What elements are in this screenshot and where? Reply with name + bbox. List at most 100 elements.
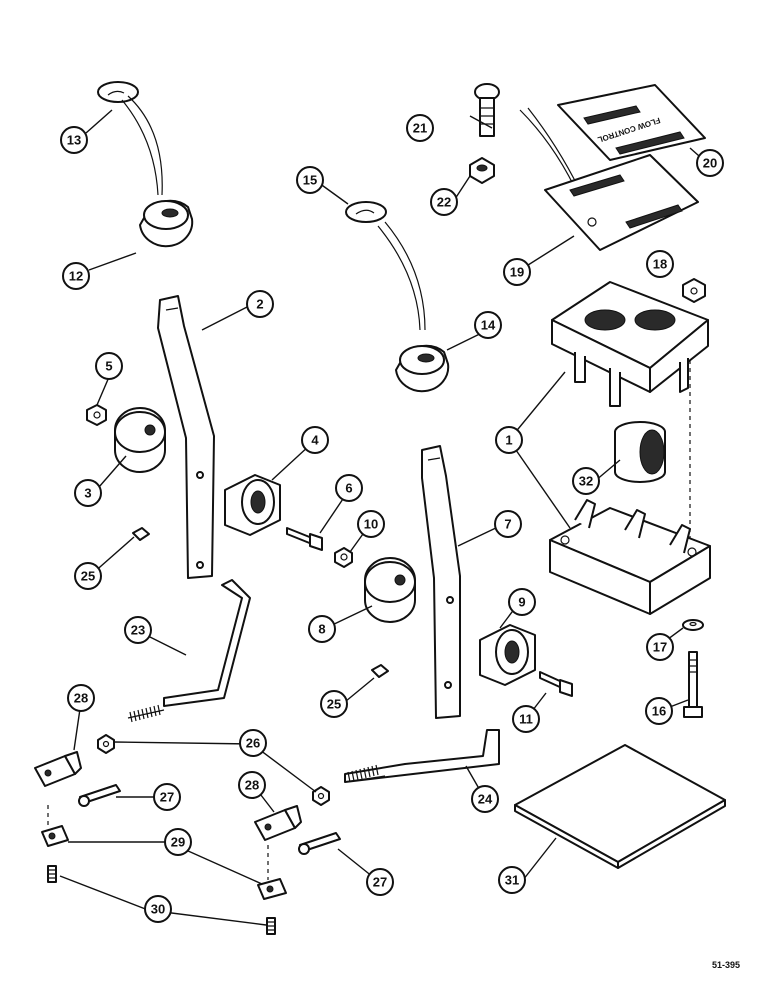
- svg-text:14: 14: [481, 318, 496, 333]
- part-8-cam: [364, 557, 416, 623]
- svg-text:25: 25: [81, 569, 95, 584]
- part-18-nut: [682, 278, 706, 303]
- svg-text:3: 3: [84, 486, 91, 501]
- part-25-washer: [132, 527, 150, 541]
- callout-15: 15: [296, 166, 324, 194]
- svg-text:31: 31: [505, 873, 519, 888]
- callout-30: 30: [144, 895, 172, 923]
- svg-text:13: 13: [67, 133, 81, 148]
- callout-17: 17: [646, 633, 674, 661]
- part-30b-setscrew: [266, 917, 276, 935]
- callout-9: 9: [508, 588, 536, 616]
- callout-25: 25: [74, 562, 102, 590]
- callout-23: 23: [124, 616, 152, 644]
- callout-22: 22: [430, 188, 458, 216]
- callout-24: 24: [471, 785, 499, 813]
- callout-27b: 27: [366, 868, 394, 896]
- callout-21: 21: [406, 114, 434, 142]
- part-26b-nut: [312, 786, 330, 806]
- part-6-bolt: [286, 527, 323, 551]
- part-25b-washer: [371, 664, 389, 678]
- svg-text:11: 11: [519, 712, 533, 727]
- svg-text:21: 21: [413, 121, 427, 136]
- svg-text:7: 7: [504, 517, 511, 532]
- svg-text:29: 29: [171, 835, 185, 850]
- callout-6: 6: [335, 474, 363, 502]
- svg-text:5: 5: [105, 359, 112, 374]
- callout-2: 2: [246, 290, 274, 318]
- part-17-washer: [682, 619, 704, 631]
- callout-25b: 25: [320, 690, 348, 718]
- callout-4: 4: [301, 426, 329, 454]
- callout-16: 16: [645, 697, 673, 725]
- callout-19: 19: [503, 258, 531, 286]
- part-27b-clip: [298, 832, 341, 855]
- callout-10: 10: [357, 510, 385, 538]
- part-10-nut: [334, 547, 353, 568]
- part-22-nut: [469, 157, 495, 184]
- callout-11: 11: [512, 705, 540, 733]
- part-16-bolt: [683, 651, 703, 718]
- svg-text:22: 22: [437, 195, 451, 210]
- svg-text:9: 9: [518, 595, 525, 610]
- svg-text:2: 2: [256, 297, 263, 312]
- svg-text:32: 32: [579, 474, 593, 489]
- part-7-lever: [421, 445, 461, 719]
- callout-8: 8: [308, 615, 336, 643]
- part-13-cap: [97, 81, 139, 103]
- svg-text:20: 20: [703, 156, 717, 171]
- part-3-cam: [114, 407, 166, 473]
- part-9-roller: [479, 624, 536, 686]
- figure-reference: 51-395: [712, 960, 740, 970]
- part-19-plate: [544, 154, 699, 251]
- svg-text:12: 12: [69, 269, 83, 284]
- part-20-decal: FLOW CONTROL: [557, 84, 706, 161]
- svg-text:24: 24: [478, 792, 493, 807]
- callout-29: 29: [164, 828, 192, 856]
- svg-text:23: 23: [131, 623, 145, 638]
- callout-5: 5: [95, 352, 123, 380]
- svg-text:25: 25: [327, 697, 341, 712]
- svg-text:10: 10: [364, 517, 378, 532]
- part-2-lever: [157, 295, 215, 579]
- svg-text:15: 15: [303, 173, 317, 188]
- svg-text:26: 26: [246, 736, 260, 751]
- callout-28: 28: [67, 684, 95, 712]
- part-29b-pivot: [257, 878, 287, 900]
- part-26-nut: [97, 734, 115, 754]
- part-32-sleeve: [614, 421, 666, 483]
- svg-text:19: 19: [510, 265, 524, 280]
- svg-text:1: 1: [505, 433, 512, 448]
- part-30-setscrew: [47, 865, 57, 883]
- part-11-bolt: [539, 671, 573, 697]
- part-27-clip: [78, 784, 121, 807]
- part-28-clevis: [34, 751, 82, 787]
- svg-text:17: 17: [653, 640, 667, 655]
- svg-text:28: 28: [74, 691, 88, 706]
- svg-text:28: 28: [245, 778, 259, 793]
- part-5-nut: [86, 404, 107, 426]
- svg-text:16: 16: [652, 704, 666, 719]
- part-14-knob: [395, 344, 450, 393]
- callout-12: 12: [62, 262, 90, 290]
- callout-1: 1: [495, 426, 523, 454]
- part-4-roller: [224, 474, 281, 536]
- part-24-rod: [344, 729, 500, 783]
- callout-26: 26: [239, 729, 267, 757]
- callout-31: 31: [498, 866, 526, 894]
- svg-text:4: 4: [311, 433, 319, 448]
- part-15-cap: [345, 201, 387, 223]
- svg-text:6: 6: [345, 481, 352, 496]
- part-1-housing-top: [551, 281, 709, 407]
- svg-text:27: 27: [373, 875, 387, 890]
- svg-text:18: 18: [653, 257, 667, 272]
- part-28b-clevis: [254, 805, 302, 841]
- part-31-pad: [514, 744, 726, 869]
- callout-13: 13: [60, 126, 88, 154]
- callout-32: 32: [572, 467, 600, 495]
- svg-text:27: 27: [160, 790, 174, 805]
- part-29-pivot: [41, 825, 69, 847]
- callout-27: 27: [153, 783, 181, 811]
- callout-28b: 28: [238, 771, 266, 799]
